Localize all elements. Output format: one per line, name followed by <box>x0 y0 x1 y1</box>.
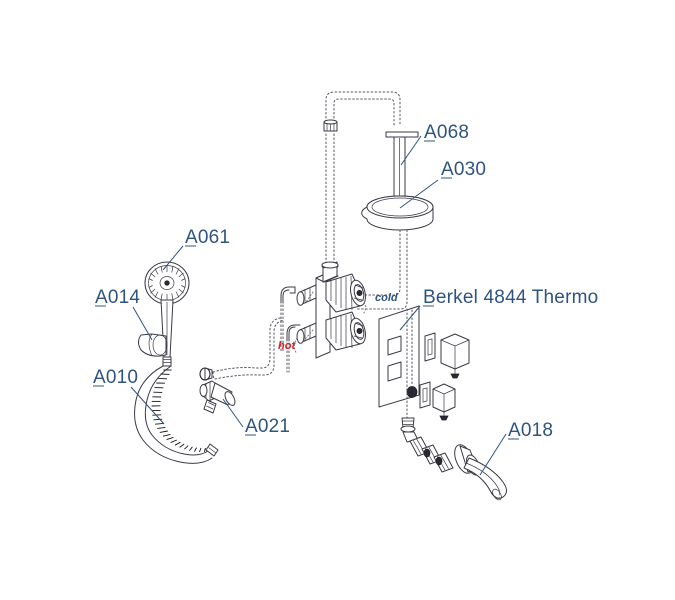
label-a030: A030 <box>441 159 486 180</box>
hot-cold-feed-pipes <box>280 286 301 373</box>
spout-supply-fittings <box>400 417 454 473</box>
riser-dotted-pipe <box>321 91 401 270</box>
label-a018: A018 <box>508 420 553 441</box>
temperature-markers: cold hot <box>278 292 398 352</box>
wall-bracket-a014 <box>138 333 168 357</box>
label-a014: A014 <box>95 287 140 308</box>
wall-outlet-elbow-a021 <box>199 367 236 414</box>
label-a030-text: A030 <box>441 159 486 180</box>
overhead-shower-a030 <box>361 195 434 231</box>
label-a010: A010 <box>93 367 138 388</box>
label-berkel-text: Berkel 4844 Thermo <box>423 287 598 308</box>
thermostatic-cartridge-body <box>296 261 366 359</box>
faceplate-alignment-guide <box>406 308 413 421</box>
shower-arm-a068 <box>385 131 419 204</box>
cartridge-hot <box>325 311 366 351</box>
flow-guides <box>294 291 366 355</box>
label-a068-text: A068 <box>424 122 469 143</box>
label-a010-text: A010 <box>93 367 138 388</box>
hot-marker-text: hot <box>278 340 296 352</box>
valve-handle-lower <box>406 381 456 421</box>
label-a061-text: A061 <box>185 227 230 248</box>
label-a014-text: A014 <box>95 287 140 308</box>
label-a021: A021 <box>245 416 290 437</box>
label-a068: A068 <box>424 122 469 143</box>
cold-marker-text: cold <box>375 292 398 304</box>
leader-lines <box>130 135 507 476</box>
cartridge-cold <box>325 273 366 313</box>
shower-hose-a010 <box>134 365 219 464</box>
valve-faceplate <box>378 305 420 408</box>
label-a021-text: A021 <box>245 416 290 437</box>
valve-handle-upper <box>424 332 470 379</box>
hose-connection-guide <box>212 317 285 380</box>
label-a061: A061 <box>185 227 230 248</box>
label-a018-text: A018 <box>508 420 553 441</box>
riser-fitting <box>323 119 338 132</box>
shower-head-assembly-guide <box>348 229 408 310</box>
part-labels: A061 A014 A010 A021 A068 A030 A018 Berk <box>93 122 598 441</box>
label-berkel-4844-thermo: Berkel 4844 Thermo <box>423 287 598 308</box>
bath-spout-a018 <box>454 444 507 501</box>
